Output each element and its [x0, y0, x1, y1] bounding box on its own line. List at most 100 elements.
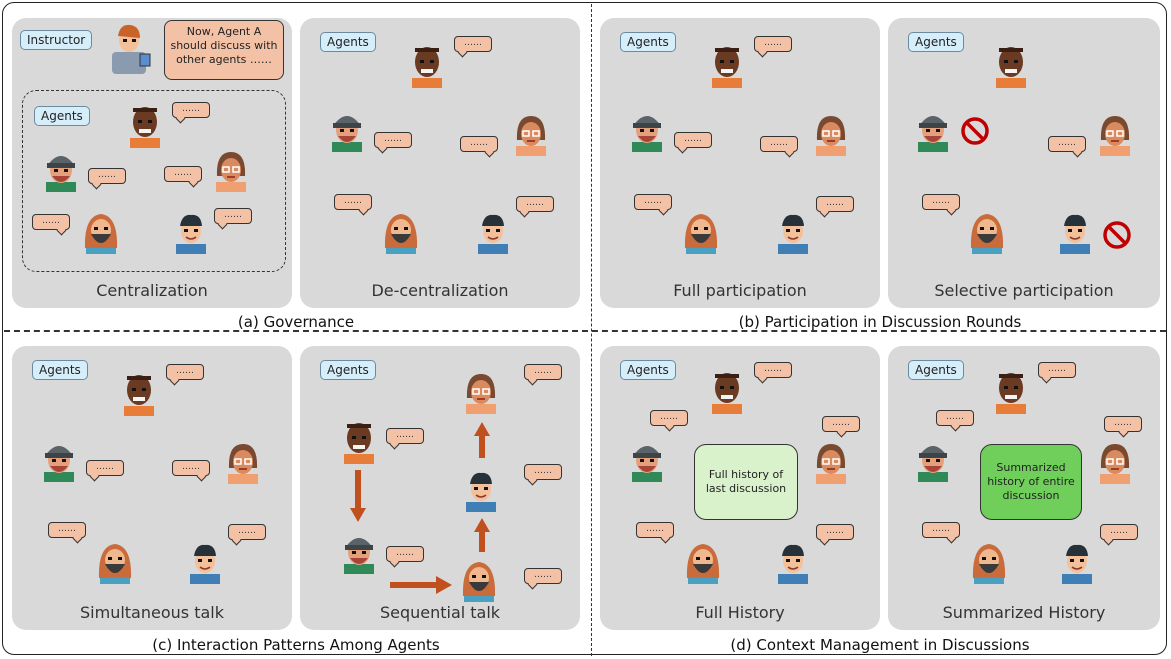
panel-caption: De-centralization — [371, 281, 509, 300]
speech-bubble: …… — [524, 364, 562, 380]
speech-bubble: …… — [88, 168, 126, 184]
agent-avatar-dark — [404, 42, 450, 88]
panel-caption: Full participation — [673, 281, 807, 300]
agent-avatar-beanie — [324, 106, 370, 152]
panel-summarized-history: Agents …… …… …… Summarized history of en… — [888, 346, 1160, 630]
speech-bubble: …… — [674, 132, 712, 148]
agent-avatar-beard — [378, 208, 424, 254]
speech-bubble: …… — [386, 546, 424, 562]
speech-bubble: …… — [374, 132, 412, 148]
section-caption-governance: (a) Governance — [237, 313, 355, 331]
speech-bubble: …… — [754, 36, 792, 52]
agents-tag: Agents — [908, 32, 964, 52]
agent-avatar-beanie — [36, 436, 82, 482]
speech-bubble: …… — [172, 102, 210, 118]
agent-avatar-boy — [470, 208, 516, 254]
agent-avatar-boy — [770, 208, 816, 254]
agent-avatar-beanie — [910, 106, 956, 152]
speech-bubble: …… — [816, 196, 854, 212]
arrow-up-icon — [474, 422, 490, 458]
speech-bubble: …… — [454, 36, 492, 52]
speech-bubble: …… — [172, 460, 210, 476]
speech-bubble: …… — [334, 194, 372, 210]
speech-bubble: …… — [760, 136, 798, 152]
panel-selective-participation: Agents …… …… Selective participation — [888, 18, 1160, 308]
speech-bubble: …… — [822, 416, 860, 432]
arrow-up-icon — [474, 518, 490, 552]
agent-avatar-boy — [770, 538, 816, 584]
arrow-right-icon — [390, 576, 452, 594]
agent-avatar-dark — [704, 368, 750, 414]
panel-decentralization: Agents …… …… …… …… …… De-centralization — [300, 18, 580, 308]
agent-avatar-dark — [988, 368, 1034, 414]
speech-bubble: …… — [1104, 416, 1142, 432]
panel-full-participation: Agents …… …… …… …… …… Full participation — [600, 18, 880, 308]
agent-avatar-beanie — [624, 106, 670, 152]
instructor-tag: Instructor — [20, 30, 93, 50]
prohibited-icon — [961, 117, 989, 145]
speech-bubble: …… — [460, 136, 498, 152]
instructor-icon — [112, 24, 151, 74]
speech-bubble: …… — [1038, 362, 1076, 378]
agent-avatar-beanie — [910, 436, 956, 482]
speech-bubble: …… — [524, 464, 562, 480]
agent-avatar-girl — [508, 110, 554, 156]
panel-caption: Selective participation — [934, 281, 1114, 300]
speech-bubble: …… — [922, 194, 960, 210]
section-caption-context: (d) Context Management in Discussions — [730, 636, 1030, 654]
speech-bubble: …… — [48, 522, 86, 538]
agent-avatar-beard — [78, 208, 124, 254]
speech-bubble: …… — [86, 460, 124, 476]
panel-full-history: Agents …… …… …… Full history of last dis… — [600, 346, 880, 630]
agent-avatar-dark — [988, 42, 1034, 88]
agents-group-box — [22, 90, 286, 272]
speech-bubble: …… — [228, 524, 266, 540]
instructor-speech-bubble: Now, Agent A should discuss with other a… — [164, 20, 284, 80]
section-caption-participation: (b) Participation in Discussion Rounds — [738, 313, 1022, 331]
agent-avatar-beard — [680, 538, 726, 584]
agent-avatar-dark — [336, 418, 382, 464]
agent-avatar-girl — [808, 110, 854, 156]
agent-avatar-boy — [1052, 208, 1098, 254]
summarized-history-box: Summarized history of entire discussion — [980, 444, 1082, 520]
agent-avatar-girl — [808, 438, 854, 484]
panel-sequential-talk: Agents …… …… …… …… …… Sequential talk — [300, 346, 580, 630]
speech-bubble: …… — [922, 522, 960, 538]
panel-caption: Simultaneous talk — [80, 603, 224, 622]
agent-avatar-girl — [208, 146, 254, 192]
speech-bubble: …… — [386, 428, 424, 444]
agent-avatar-beanie — [336, 528, 382, 574]
agent-avatar-girl — [458, 368, 504, 414]
agents-tag: Agents — [32, 360, 88, 380]
arrow-down-icon — [350, 470, 366, 522]
agent-avatar-beard — [678, 208, 724, 254]
speech-bubble: …… — [754, 362, 792, 378]
speech-bubble: …… — [164, 166, 202, 182]
panel-caption: Full History — [695, 603, 785, 622]
agent-avatar-dark — [122, 102, 168, 148]
speech-bubble: …… — [516, 196, 554, 212]
agent-avatar-boy — [458, 466, 504, 512]
speech-bubble: …… — [636, 522, 674, 538]
horizontal-divider — [4, 330, 1166, 332]
prohibited-icon — [1103, 221, 1131, 249]
panel-caption: Sequential talk — [379, 603, 501, 622]
agents-tag: Agents — [320, 32, 376, 52]
speech-bubble: …… — [524, 568, 562, 584]
agent-avatar-beard — [92, 538, 138, 584]
speech-bubble: …… — [936, 410, 974, 426]
agent-avatar-boy — [182, 538, 228, 584]
agent-avatar-beanie — [38, 146, 84, 192]
speech-bubble: …… — [1100, 524, 1138, 540]
speech-bubble: …… — [816, 524, 854, 540]
agent-avatar-dark — [704, 42, 750, 88]
agent-avatar-girl — [220, 438, 266, 484]
agent-avatar-beanie — [624, 436, 670, 482]
agent-avatar-girl — [1092, 438, 1138, 484]
agent-avatar-beard — [964, 208, 1010, 254]
speech-bubble: …… — [634, 194, 672, 210]
agents-tag: Agents — [34, 106, 90, 126]
agent-avatar-girl — [1092, 110, 1138, 156]
speech-bubble: …… — [166, 364, 204, 380]
